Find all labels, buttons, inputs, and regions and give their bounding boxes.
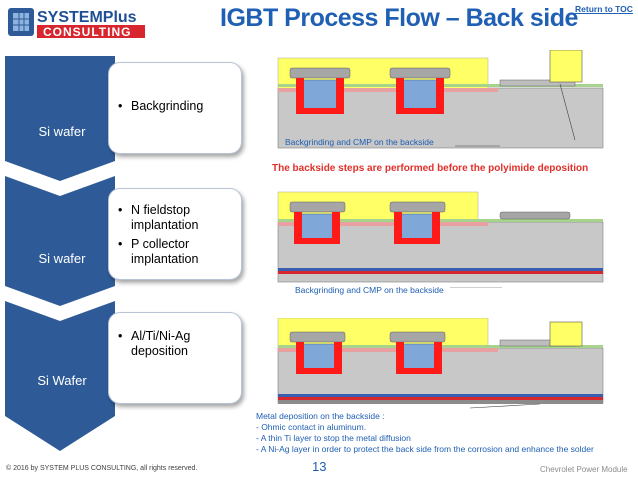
step-item: Al/Ti/Ni-Ag deposition xyxy=(115,329,225,359)
return-to-toc-link[interactable]: Return to TOC xyxy=(575,4,633,14)
metal-note-line: - A thin Ti layer to stop the metal diff… xyxy=(256,433,411,443)
metal-note-line: Metal deposition on the backside : xyxy=(256,411,385,421)
step-box-2: N fieldstop implantation P collector imp… xyxy=(108,188,242,280)
process-chevrons xyxy=(5,56,115,451)
logo-text-top: SYSTEMPlus xyxy=(37,9,137,26)
logo-chip-icon xyxy=(8,8,34,36)
step-box-1: Backgrinding xyxy=(108,62,242,154)
cross-section-2 xyxy=(277,191,604,288)
cross-section-3 xyxy=(277,318,604,409)
stage-label-3: Si Wafer xyxy=(37,373,87,388)
cross-section-1 xyxy=(277,50,604,149)
metal-note-line: - A Ni-Ag layer in order to protect the … xyxy=(256,444,594,454)
diagram-caption-2: Backgrinding and CMP on the backside xyxy=(295,285,444,295)
page-title: IGBT Process Flow – Back side xyxy=(220,4,578,32)
step-item: P collector implantation xyxy=(115,237,225,267)
copyright: © 2016 by SYSTEM PLUS CONSULTING, all ri… xyxy=(6,465,198,472)
diagram-caption-1: Backgrinding and CMP on the backside xyxy=(285,137,434,147)
metal-deposition-notes: Metal deposition on the backside : - Ohm… xyxy=(256,411,594,455)
chevron-stage-1 xyxy=(5,56,115,181)
stage-label-2: Si wafer xyxy=(38,251,86,266)
logo-band xyxy=(37,25,145,38)
footer-module-name: Chevrolet Power Module xyxy=(540,465,628,474)
metal-note-line: - Ohmic contact in aluminum. xyxy=(256,422,367,432)
note-text: The backside steps are performed before … xyxy=(272,163,589,174)
step-item: Backgrinding xyxy=(115,99,241,114)
chevron-stage-2 xyxy=(5,176,115,306)
chevron-stage-3 xyxy=(5,301,115,451)
step-item: N fieldstop implantation xyxy=(115,203,225,233)
step-box-3: Al/Ti/Ni-Ag deposition xyxy=(108,312,242,404)
page-number: 13 xyxy=(312,459,327,474)
stage-label-1: Si wafer xyxy=(38,124,86,139)
system-plus-logo: SYSTEMPlus CONSULTING xyxy=(8,8,145,39)
logo-text-bottom: CONSULTING xyxy=(43,25,131,39)
